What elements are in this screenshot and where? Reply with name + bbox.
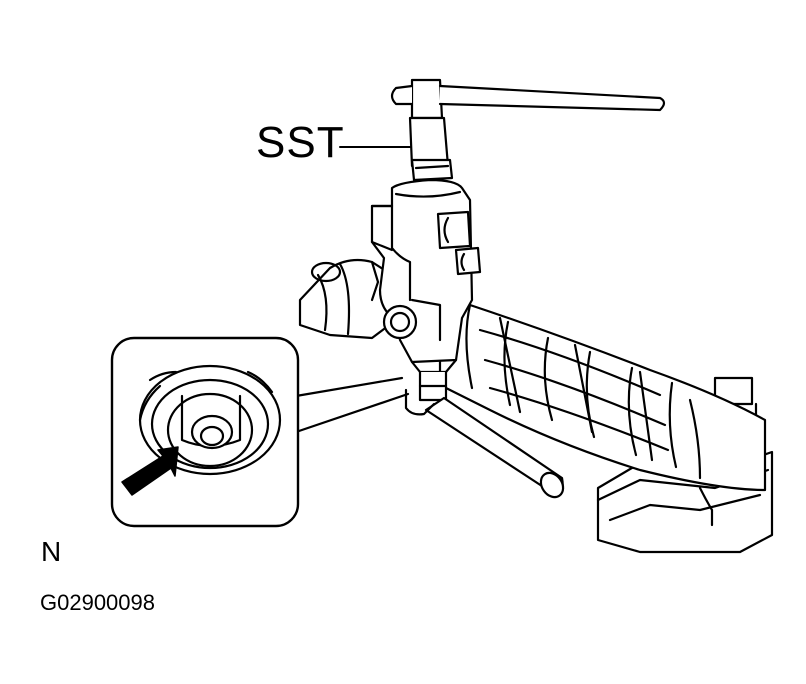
inset-detail — [110, 336, 300, 528]
valve-body — [370, 178, 482, 402]
arrow-pointer-icon — [121, 446, 179, 496]
figure-code: G02900098 — [40, 590, 155, 615]
lower-handle-bar — [404, 388, 565, 499]
callout-leader — [294, 376, 410, 434]
left-housing-arm — [298, 258, 402, 340]
sst-label: SST — [256, 118, 345, 167]
rack-housing — [438, 303, 767, 492]
orientation-label: N — [41, 536, 62, 567]
sst-special-service-tool — [339, 78, 666, 182]
